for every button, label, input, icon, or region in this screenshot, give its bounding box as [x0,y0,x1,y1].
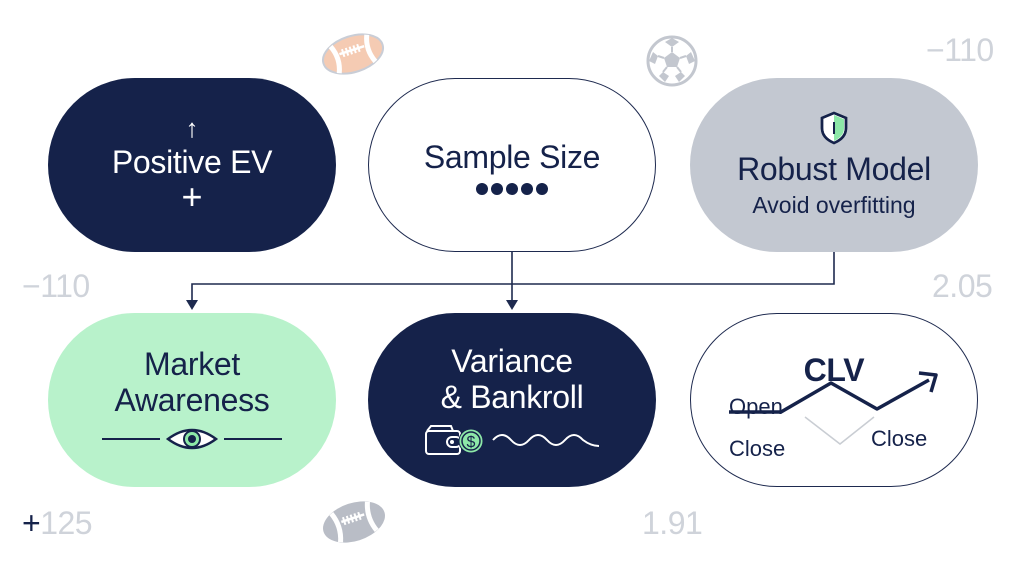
odds-label: 1.91 [642,505,703,541]
football-icon [323,501,385,543]
clv-label-close-right: Close [871,426,928,451]
node-market-awareness[interactable]: Market Awareness [48,313,336,487]
dots-icon [476,183,548,195]
node-variance-bankroll[interactable]: Variance & Bankroll $ [368,313,656,487]
node-title: Robust Model [737,151,931,187]
node-title-line1: Market [144,346,240,382]
arrowhead [506,300,518,310]
clv-label-open: Open [729,394,783,419]
node-title: Sample Size [423,139,601,175]
odds-label: +125 [22,505,93,542]
wave-icon [492,434,600,447]
node-subtitle: Avoid overfitting [752,192,916,218]
odds-label: 2.05 [932,268,993,304]
node-sample-size[interactable]: Sample Size [368,78,656,252]
eye-icon [102,428,282,450]
node-title-line2: & Bankroll [440,379,584,415]
odds-label: −110 [926,32,994,68]
odds-label: −110 [22,268,90,304]
wallet-icon: $ [425,425,484,455]
plus-sign: + [22,505,41,541]
bankroll-icons: $ [423,423,601,457]
node-title: Positive EV [111,144,273,180]
clv-label-close-left: Close [729,436,786,461]
plus-icon: + [181,176,203,217]
node-positive-ev[interactable]: ↑ Positive EV + [48,78,336,252]
node-title-line1: Variance [451,343,573,379]
node-title-line2: Awareness [114,382,270,418]
node-robust-model[interactable]: Robust Model Avoid overfitting [690,78,978,252]
soccer-ball-icon [646,35,698,87]
node-title: CLV [803,352,865,388]
shield-icon [820,111,848,145]
node-clv[interactable]: CLV Open Close Close [690,313,978,487]
connector-robust-to-market [191,252,835,303]
football-icon [321,33,385,75]
clv-line-chart-icon [729,371,938,445]
arrowhead [186,300,198,310]
dollar-coin-icon: $ [467,434,476,451]
odds-value: 125 [40,505,93,541]
arrow-up-icon: ↑ [185,113,199,143]
